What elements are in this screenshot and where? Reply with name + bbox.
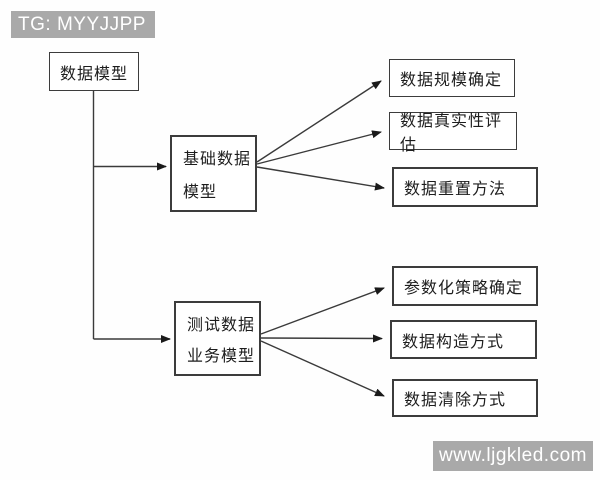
node-data-construction-method: 数据构造方式: [390, 320, 537, 359]
node-label: 参数化策略确定: [404, 280, 524, 297]
node-label-line2: 模型: [183, 183, 218, 201]
node-data-reset-method: 数据重置方法: [392, 167, 538, 207]
node-data-scale-determination: 数据规模确定: [389, 59, 515, 97]
node-label-line1: 基础数据: [183, 151, 252, 169]
node-label: 数据清除方式: [404, 392, 507, 409]
node-data-model: 数据模型: [49, 52, 139, 91]
node-data-cleanup-method: 数据清除方式: [392, 379, 538, 417]
watermark-bottom-badge: www.ljgkled.com: [433, 441, 593, 471]
node-label: 数据真实性评估: [400, 113, 503, 154]
node-data-authenticity-evaluation: 数据真实性评估: [389, 112, 517, 154]
node-label: 数据重置方法: [404, 181, 507, 198]
node-parameterization-strategy: 参数化策略确定: [392, 266, 538, 306]
node-label: 数据模型: [59, 65, 128, 83]
node-label-line2: 业务模型: [187, 348, 256, 366]
arrow-branch1-leaf2: [256, 130, 382, 165]
arrow-branch2-leaf2: [260, 334, 383, 343]
node-label-line1: 测试数据: [187, 316, 256, 334]
node-basic-data-model: 基础数据 模型: [170, 135, 257, 212]
node-test-data-business-model: 测试数据 业务模型: [174, 301, 261, 376]
arrow-branch2-leaf1: [260, 287, 385, 335]
arrow-branch1-leaf3: [256, 166, 385, 191]
arrow-branch2-leaf3: [260, 340, 385, 397]
node-label: 数据构造方式: [402, 333, 505, 351]
arrow-branch1-leaf1: [256, 80, 382, 163]
watermark-top-badge: TG: MYYJJPP: [11, 11, 155, 38]
node-label: 数据规模确定: [400, 72, 503, 89]
